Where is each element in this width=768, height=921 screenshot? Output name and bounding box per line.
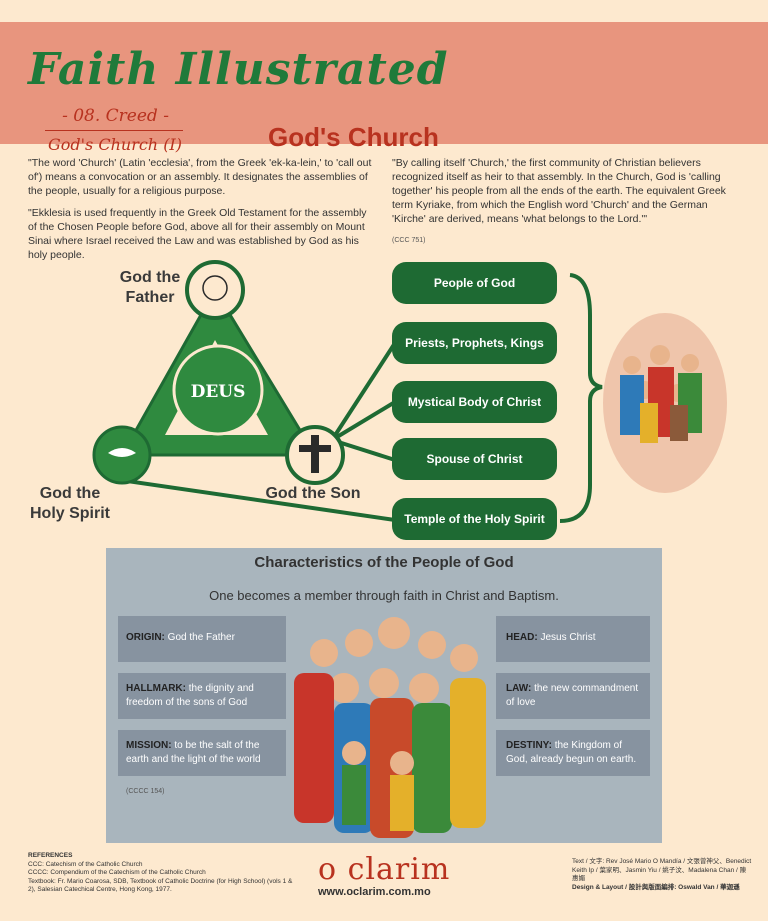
head-item: HEAD: Jesus Christ bbox=[506, 632, 596, 643]
band-law bbox=[496, 673, 650, 719]
oclarim-logo: o clarim bbox=[318, 852, 451, 887]
subtitle: God's Church (I) bbox=[47, 135, 182, 154]
credits-text: Text / 文字: Rev José Mario O Mandía / 文張曾… bbox=[572, 858, 752, 882]
citation: (CCC 751) bbox=[392, 237, 426, 244]
reference-textbook: Textbook: Fr. Mario Coarosa, SDB, Textbo… bbox=[28, 877, 293, 894]
intro-paragraph: "Ekklesia is used frequently in the Gree… bbox=[28, 207, 367, 261]
intro-right: "By calling itself 'Church,' the first c… bbox=[392, 156, 742, 248]
destiny-item: DESTINY: the Kingdom of God, already beg… bbox=[506, 740, 637, 765]
band-mission bbox=[118, 730, 286, 776]
band-head bbox=[496, 616, 650, 662]
divider bbox=[45, 130, 183, 131]
son-label: God the Son bbox=[265, 485, 361, 502]
origin-item: ORIGIN: God the Father bbox=[126, 632, 235, 643]
header-banner: Faith Illustrated - 08. Creed - God's Ch… bbox=[0, 22, 768, 154]
dove-icon bbox=[108, 448, 136, 457]
reference-cccc: CCCC: Compendium of the Catechism of the… bbox=[28, 869, 206, 876]
title-temple-holy-spirit: Temple of the Holy Spirit bbox=[392, 498, 557, 540]
deus-label: DEUS bbox=[191, 382, 246, 402]
mission-item: MISSION: to be the salt of the earth and… bbox=[126, 740, 261, 765]
credits: Text / 文字: Rev José Mario O Mandía / 文張曾… bbox=[572, 858, 752, 892]
intro-paragraph: "The word 'Church' (Latin 'ecclesia', fr… bbox=[28, 157, 372, 197]
hallmark-item: HALLMARK: the dignity and freedom of the… bbox=[126, 683, 254, 708]
characteristics-cite: (CCCC 154) bbox=[126, 788, 165, 795]
references: REFERENCES CCC: Catechism of the Catholi… bbox=[28, 852, 298, 895]
father-face-icon bbox=[202, 275, 228, 301]
reference-ccc: CCC: Catechism of the Catholic Church bbox=[28, 860, 143, 868]
series-title: Faith Illustrated bbox=[28, 44, 449, 95]
website-url[interactable]: www.oclarim.com.mo bbox=[318, 886, 431, 898]
page-title: God's Church bbox=[268, 122, 439, 152]
characteristics-panel: Characteristics of the People of God One… bbox=[106, 548, 662, 843]
trinity-diagram: DEUS bbox=[92, 260, 727, 523]
intro-left: "The word 'Church' (Latin 'ecclesia', fr… bbox=[28, 156, 372, 270]
title-mystical-body: Mystical Body of Christ bbox=[392, 381, 557, 423]
band-origin bbox=[118, 616, 286, 662]
title-people-of-god: People of God bbox=[392, 262, 557, 304]
band-destiny bbox=[496, 730, 650, 776]
law-item: LAW: the new commandment of love bbox=[506, 683, 639, 708]
title-spouse-of-christ: Spouse of Christ bbox=[392, 438, 557, 480]
band-hallmark bbox=[118, 673, 286, 719]
membership-text: One becomes a member through faith in Ch… bbox=[209, 588, 559, 603]
crowd-illustration bbox=[294, 617, 486, 838]
father-label: God the Father bbox=[119, 269, 181, 306]
cross-icon bbox=[311, 435, 319, 473]
deus-circle bbox=[172, 344, 264, 436]
people-illustration bbox=[603, 313, 727, 493]
spirit-label: God the Holy Spirit bbox=[29, 485, 110, 522]
references-heading: REFERENCES bbox=[28, 852, 73, 859]
intro-paragraph: "By calling itself 'Church,' the first c… bbox=[392, 157, 726, 225]
creed-label: - 08. Creed - bbox=[62, 106, 169, 126]
credits-design: Design & Layout / 設計與版面編排: Oswald Van / … bbox=[572, 883, 740, 891]
title-priests-prophets-kings: Priests, Prophets, Kings bbox=[392, 322, 557, 364]
father-circle bbox=[185, 260, 245, 320]
characteristics-heading: Characteristics of the People of God bbox=[254, 554, 514, 571]
